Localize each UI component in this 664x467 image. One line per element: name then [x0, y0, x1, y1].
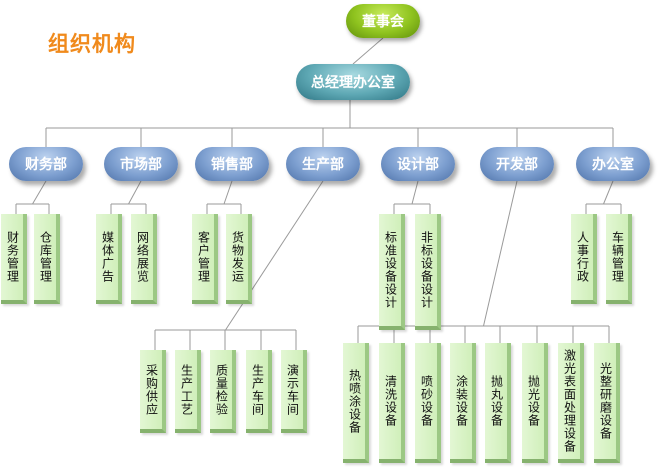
leaf-label: 客户管理 — [196, 231, 211, 283]
leaf-label: 生产车间 — [250, 363, 265, 416]
leaf-label: 财务管理 — [5, 231, 20, 283]
leaf-node-design-1: 非标设备设计 — [415, 214, 441, 330]
leaf-node-market-0: 媒体广告 — [96, 214, 122, 304]
dept-node-production: 生产部 — [286, 147, 360, 181]
leaf-node-production-1: 生产工艺 — [175, 350, 201, 433]
leaf-label: 质量检验 — [214, 363, 229, 416]
root-node-board: 董事会 — [346, 4, 420, 38]
leaf-label: 喷砂设备 — [419, 375, 434, 427]
leaf-node-finance-1: 仓库管理 — [34, 214, 60, 304]
leaf-label: 车辆管理 — [610, 231, 625, 283]
leaf-node-sales-0: 客户管理 — [192, 214, 218, 304]
leaf-label: 采购供应 — [144, 363, 159, 416]
connector-development-branch — [483, 180, 518, 327]
leaf-node-office-0: 人事行政 — [571, 214, 597, 304]
leaf-label: 激光表面处理设备 — [562, 349, 577, 453]
leaf-label: 网络展览 — [135, 231, 150, 283]
connector-market-branch — [128, 180, 142, 205]
leaf-node-development-7: 光整研磨设备 — [594, 343, 620, 463]
dept-node-market: 市场部 — [104, 147, 178, 181]
leaf-label: 抛光设备 — [526, 375, 541, 427]
dept-node-office: 办公室 — [576, 147, 650, 181]
leaf-label: 光整研磨设备 — [598, 362, 613, 440]
leaf-node-development-5: 抛光设备 — [522, 343, 548, 463]
node-general-manager-office: 总经理办公室 — [296, 64, 410, 100]
leaf-node-development-3: 涂装设备 — [450, 343, 476, 463]
leaf-label: 抛丸设备 — [489, 375, 504, 427]
leaf-node-office-1: 车辆管理 — [606, 214, 632, 304]
dept-node-sales: 销售部 — [195, 147, 269, 181]
leaf-node-production-4: 演示车间 — [281, 350, 307, 433]
dept-node-finance: 财务部 — [9, 147, 83, 181]
leaf-label: 货物发运 — [230, 231, 245, 283]
connector-design-branch — [411, 180, 419, 205]
leaf-node-development-1: 清洗设备 — [379, 343, 405, 463]
connector-office-branch — [603, 180, 614, 205]
leaf-node-development-0: 热喷涂设备 — [343, 343, 369, 463]
leaf-node-sales-1: 货物发运 — [226, 214, 252, 304]
leaf-label: 人事行政 — [575, 231, 590, 283]
leaf-node-development-6: 激光表面处理设备 — [558, 343, 584, 463]
leaf-label: 媒体广告 — [100, 231, 115, 283]
leaf-label: 生产工艺 — [179, 363, 194, 416]
leaf-node-market-1: 网络展览 — [131, 214, 157, 304]
leaf-label: 清洗设备 — [383, 375, 398, 427]
chart-title: 组织机构 — [48, 32, 136, 56]
dept-node-development: 开发部 — [480, 147, 554, 181]
leaf-label: 涂装设备 — [454, 375, 469, 427]
connector-sales-branch — [223, 180, 233, 205]
leaf-label: 标准设备设计 — [383, 231, 398, 309]
leaf-node-production-0: 采购供应 — [140, 350, 166, 433]
leaf-label: 仓库管理 — [38, 231, 53, 283]
connector-finance-branch — [32, 180, 47, 205]
leaf-node-development-4: 抛丸设备 — [485, 343, 511, 463]
leaf-label: 非标设备设计 — [419, 231, 434, 309]
leaf-label: 演示车间 — [285, 363, 300, 416]
leaf-node-production-2: 质量检验 — [210, 350, 236, 433]
dept-node-design: 设计部 — [381, 147, 455, 181]
leaf-label: 热喷涂设备 — [347, 368, 362, 434]
connector-production-branch — [225, 180, 324, 331]
connector-root-office — [352, 37, 384, 65]
leaf-node-production-3: 生产车间 — [246, 350, 272, 433]
leaf-node-development-2: 喷砂设备 — [415, 343, 441, 463]
leaf-node-finance-0: 财务管理 — [1, 214, 27, 304]
leaf-node-design-0: 标准设备设计 — [379, 214, 405, 330]
